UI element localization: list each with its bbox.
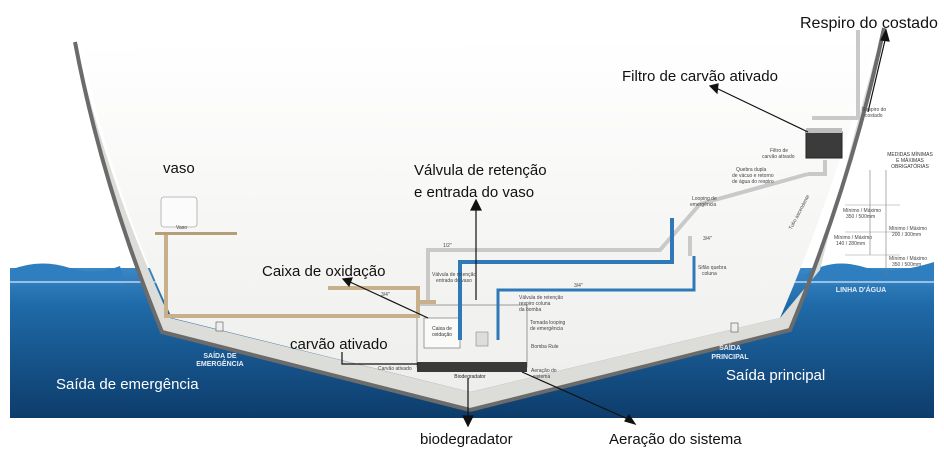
tiny-medidas-1: MEDIDAS MÍNIMAS (887, 152, 933, 158)
tiny-sifao-1: Sifão quebra (698, 265, 727, 271)
tiny-respiro-1: Respiro do (862, 107, 887, 113)
hull-label-principal: PRINCIPAL (711, 354, 749, 361)
callout-caixa-oxidacao: Caixa de oxidação (262, 263, 386, 280)
tiny-carvao: Carvão ativado (378, 366, 412, 372)
pipe-blue-main (458, 218, 674, 340)
hull-outline-left (73, 41, 471, 412)
tiny-aeracao-2: sistema (533, 374, 551, 380)
wave-right (805, 262, 934, 285)
tiny-caixa-1: Caixa de (432, 326, 452, 332)
biodegradator-band (417, 362, 527, 372)
callout-saida-emergencia: Saída de emergência (56, 376, 199, 393)
arrow-caixa-head (341, 277, 353, 288)
tiny-aeracao-1: Aeração do (531, 368, 557, 374)
callout-aeracao: Aeração do sistema (609, 431, 742, 448)
hull-label-linha-dagua: LINHA D'ÁGUA (835, 287, 887, 294)
tiny-sifao-2: coluna (702, 271, 717, 277)
pipe-grey-respiro (812, 30, 860, 120)
tiny-valv-bomba-1: Válvula de retenção (519, 295, 564, 301)
tiny-caixa-2: oxidação (431, 332, 452, 338)
pipe-blue-return (496, 256, 696, 340)
tiny-biodegradator: Biodegradator (454, 374, 486, 380)
arrow-valvula-head (470, 198, 482, 211)
arrow-aeracao-head (624, 413, 637, 426)
callout-valvula-line2: e entrada do vaso (414, 184, 535, 201)
callout-carvao-ativado: carvão ativado (290, 336, 388, 353)
tiny-minmax-b2: 200 / 300mm (892, 232, 922, 238)
hull-label-saida-de: SAÍDA DE (203, 353, 237, 360)
tiny-minmax-a1: Mínimo / Máximo (843, 208, 882, 214)
carbon-filter (805, 131, 843, 159)
arrow-filtro-head (708, 83, 719, 95)
pump (475, 331, 489, 347)
tiny-medidas-2: E MÁXIMAS (896, 158, 924, 164)
oxidation-box (423, 317, 461, 349)
tiny-minmax-a2: 350 / 500mm (846, 214, 876, 220)
tiny-bomba: Bomba Rule (531, 344, 559, 350)
pipe-grey-filter (808, 160, 827, 176)
tiny-valv-ret-1: Válvula de retenção (432, 272, 477, 278)
pipe-grey-vent (426, 172, 809, 300)
tiny-valv-ret-2: entrada do vaso (436, 278, 472, 284)
toilet-base (155, 232, 237, 235)
hull-label-emergencia: EMERGÊNCIA (196, 361, 244, 368)
tiny-three-quarter-c: 3/4" (703, 236, 712, 242)
wave-left (10, 263, 125, 285)
hull-outline-right (469, 27, 886, 412)
tiny-valv-bomba-3: da bomba (519, 307, 542, 313)
callout-arrows (341, 28, 890, 428)
toilet-bowl (160, 196, 198, 228)
tiny-looping-1: Looping de (692, 196, 717, 202)
tiny-looping-2: emergência (690, 202, 717, 208)
biodegradator-tank (416, 304, 528, 368)
tiny-minmax-c1: Mínimo / Máximo (834, 235, 873, 241)
tiny-filtro-1: Filtro de (770, 148, 789, 154)
tiny-minmax-c2: 140 / 280mm (836, 241, 866, 247)
tiny-vaso: Vaso (176, 225, 188, 231)
tiny-quebra-1: Quebra dupla (736, 167, 767, 173)
callout-saida-principal: Saída principal (726, 367, 826, 384)
hull-label-saida: SAÍDA (719, 345, 741, 352)
arrow-respiro (867, 35, 887, 113)
tiny-half-inch: 1/2" (443, 243, 452, 249)
valve-emergency (215, 321, 224, 332)
hull-cavity (82, 38, 876, 392)
callout-valvula-line1: Válvula de retenção (414, 162, 547, 179)
tiny-minmax-d1: Mínimo / Máximo (889, 256, 928, 262)
arrow-caixa (349, 281, 429, 319)
arrow-carvao (341, 352, 418, 365)
tiny-three-quarter-b: 3/4" (574, 283, 583, 289)
tiny-minmax-d2: 350 / 500mm (892, 262, 922, 268)
pipe-toilet-out (164, 235, 420, 318)
tiny-respiro-2: costado (865, 113, 883, 119)
callout-filtro-carvao: Filtro de carvão ativado (622, 68, 778, 85)
callout-vaso: vaso (163, 160, 195, 177)
tiny-quebra-3: de água do respiro (732, 179, 774, 185)
arrow-aeracao (521, 371, 631, 421)
arrow-filtro (715, 87, 809, 133)
tiny-medidas-3: OBRIGATÓRIAS (891, 164, 929, 170)
valve-main (730, 322, 739, 333)
callout-biodegradator: biodegradator (420, 431, 513, 448)
tiny-quebra-2: de vácuo e retorno (732, 173, 774, 179)
tiny-tomada-2: de emergência (530, 326, 564, 332)
tiny-valv-bomba-2: respiro coluna (519, 301, 551, 307)
tiny-minmax-b1: Mínimo / Máximo (889, 226, 928, 232)
tiny-three-quarter-a: 3/4" (381, 292, 390, 298)
arrow-respiro-head (880, 28, 890, 42)
tiny-tomada-1: Tomada looping (530, 320, 566, 326)
callout-respiro-costado: Respiro do costado (800, 15, 938, 32)
carbon-filter-cap (806, 128, 842, 133)
arrow-bio-head (462, 415, 474, 428)
tiny-filtro-2: carvão ativado (762, 154, 795, 160)
